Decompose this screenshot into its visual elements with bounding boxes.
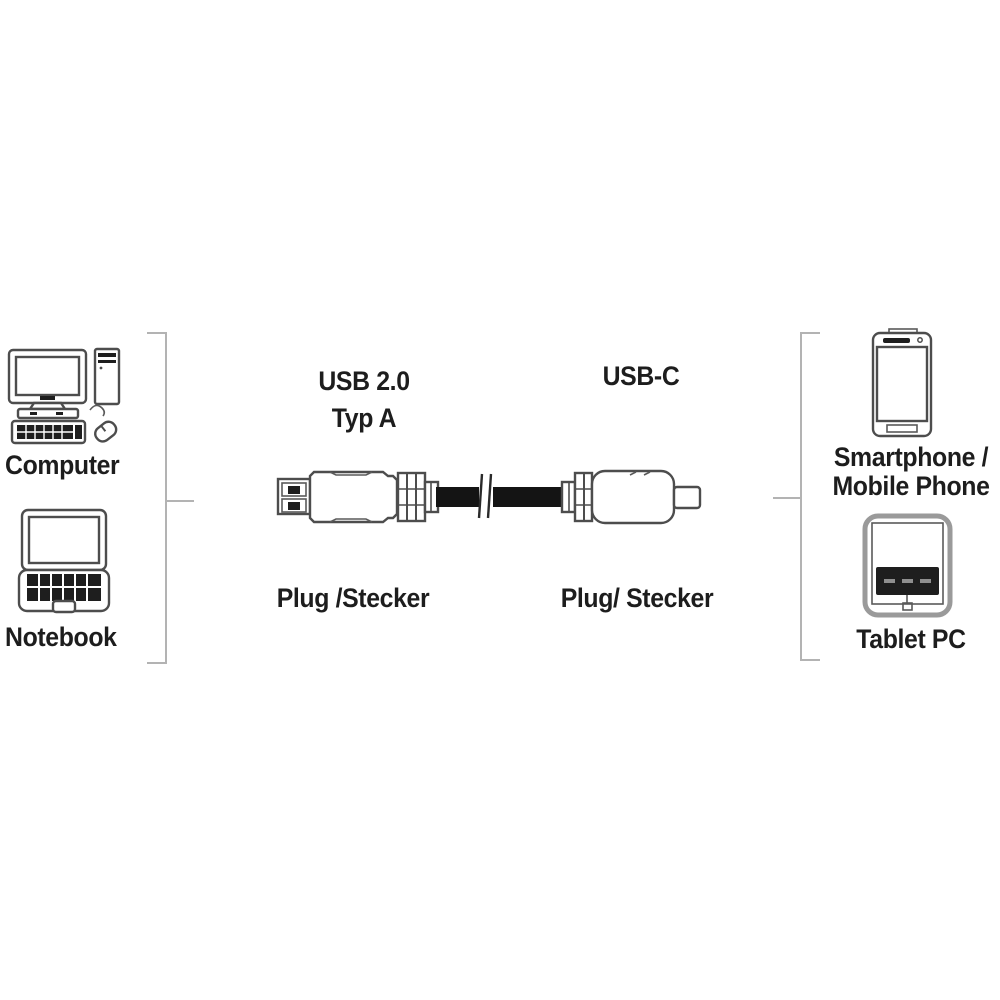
usb-c-strain-relief bbox=[560, 471, 594, 523]
desktop-computer-icon bbox=[7, 347, 121, 445]
smartphone-label: Smartphone / Mobile Phone bbox=[832, 442, 990, 501]
usb-a-strain-relief bbox=[396, 471, 440, 523]
tablet-icon bbox=[862, 513, 953, 618]
usb-c-plug-label: Plug/ Stecker bbox=[560, 583, 714, 613]
smartphone-icon bbox=[871, 328, 933, 438]
cable-line bbox=[436, 473, 562, 519]
usb-a-type-label: USB 2.0 Typ A bbox=[318, 366, 410, 433]
tablet-label: Tablet PC bbox=[856, 624, 966, 654]
cable-break-mark bbox=[486, 473, 493, 519]
computer-label: Computer bbox=[5, 450, 120, 480]
usb-c-type-label: USB-C bbox=[602, 361, 680, 391]
notebook-label: Notebook bbox=[5, 622, 117, 652]
cable-break-mark bbox=[477, 473, 484, 519]
usb-c-plug bbox=[590, 469, 702, 525]
usb-a-plug-label: Plug /Stecker bbox=[276, 583, 430, 613]
usb-a-plug bbox=[276, 470, 399, 524]
notebook-icon bbox=[17, 508, 111, 614]
usb-cable-illustration bbox=[276, 469, 702, 525]
